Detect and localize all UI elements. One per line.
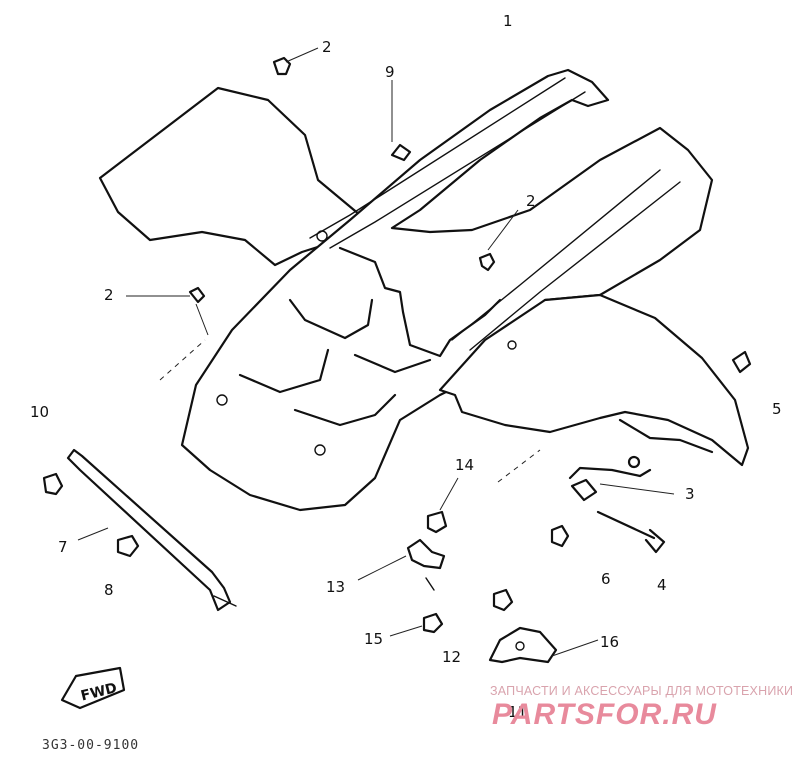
- fender-ridge-2: [329, 91, 586, 249]
- collar-15: [422, 612, 444, 634]
- callout-9: 9: [385, 63, 395, 81]
- callout-10: 10: [30, 403, 50, 421]
- callout-1: 1: [503, 12, 513, 30]
- callout-6: 6: [601, 570, 611, 588]
- bolt-12: [492, 588, 514, 612]
- diagram-reference-code: 3G3-00-9100: [42, 738, 140, 753]
- callout-14: 14: [455, 456, 475, 474]
- callout-7: 7: [58, 538, 68, 556]
- fender-hole-4: [316, 230, 328, 242]
- fender-left-wing: [98, 86, 362, 267]
- leader-15: [389, 625, 423, 637]
- leader-dash-2: [497, 449, 541, 483]
- screw-2-left: [188, 286, 206, 304]
- screw-2-center: [478, 252, 496, 272]
- fender-right-flap: [438, 293, 750, 467]
- leader-2-center: [487, 209, 519, 251]
- leader-7: [77, 527, 109, 541]
- callout-11: 11: [508, 703, 528, 721]
- callout-13: 13: [326, 578, 346, 596]
- callout-3: 3: [685, 485, 695, 503]
- holder-13: [406, 538, 446, 591]
- leader-2-left-b: [195, 303, 209, 336]
- fender-hole-3: [507, 340, 517, 350]
- fwd-arrow-icon: FWD: [60, 666, 126, 710]
- leader-13: [357, 555, 407, 581]
- callout-5: 5: [772, 400, 782, 418]
- callout-4: 4: [657, 576, 667, 594]
- stay-3: [568, 455, 652, 502]
- leader-2-top: [285, 47, 319, 63]
- fender-ridge-1: [309, 77, 566, 239]
- leader-3: [599, 483, 675, 495]
- fender-recess-4: [353, 353, 432, 374]
- callout-2-center: 2: [526, 192, 536, 210]
- screw-2-top: [272, 56, 292, 76]
- nut-6: [550, 524, 570, 548]
- fender-channel: [338, 246, 502, 358]
- callout-15: 15: [364, 630, 384, 648]
- fender-recess-2: [238, 348, 330, 394]
- fender-hole-1: [216, 394, 228, 406]
- fender-ridge-4: [469, 181, 681, 351]
- callout-12: 12: [442, 648, 462, 666]
- leader-16: [551, 639, 599, 657]
- bolt-4: [596, 510, 666, 554]
- grommet-14: [426, 510, 448, 534]
- collar-10: [42, 472, 64, 496]
- clip-9: [390, 143, 412, 162]
- callout-2-left: 2: [104, 286, 114, 304]
- watermark-brand-logo: PARTSFOR.RU: [492, 698, 717, 731]
- nut-8: [116, 534, 140, 558]
- leader-dash-1: [159, 339, 206, 381]
- fender-hole-2: [314, 444, 326, 456]
- fender-recess-1: [288, 298, 374, 340]
- bracket-rod-7: [66, 448, 237, 612]
- callout-16: 16: [600, 633, 620, 651]
- fender-main-body: [180, 68, 714, 512]
- bracket-11: [488, 626, 558, 664]
- callout-8: 8: [104, 581, 114, 599]
- leader-14: [439, 477, 459, 511]
- screw-5: [731, 350, 752, 374]
- fender-flap-edge: [618, 418, 714, 454]
- fender-recess-3: [293, 393, 397, 427]
- watermark-tagline: ЗАПЧАСТИ И АКСЕССУАРЫ ДЛЯ МОТОТЕХНИКИ: [490, 684, 794, 698]
- callout-2-top: 2: [322, 38, 332, 56]
